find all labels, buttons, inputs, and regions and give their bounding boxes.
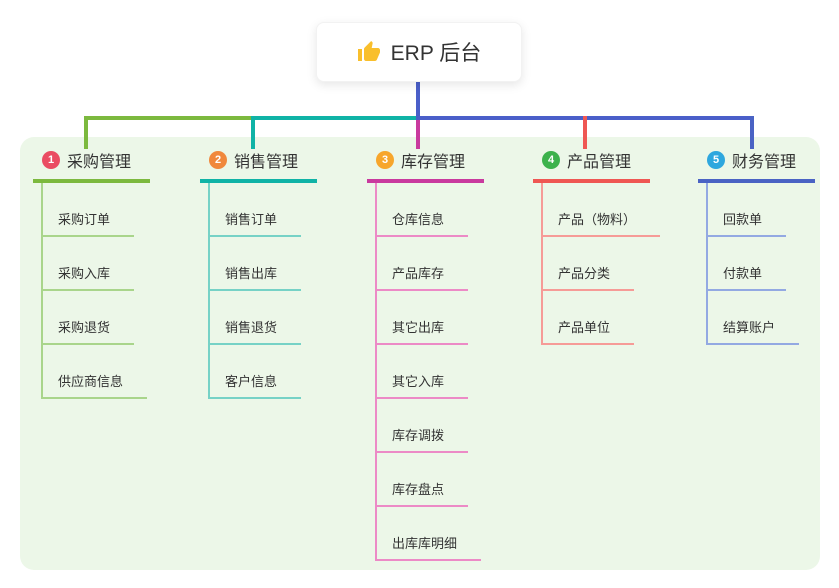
bus-line-branch-2: [253, 116, 418, 120]
node-warehouse-info[interactable]: 仓库信息: [377, 183, 469, 237]
node-sales-return[interactable]: 销售退货: [210, 291, 302, 345]
node-outbound-detail[interactable]: 出库库明细: [377, 507, 482, 561]
node-other-inbound[interactable]: 其它入库: [377, 345, 469, 399]
branch-finance-children: 回款单 付款单 结算账户: [706, 183, 815, 345]
branch-purchase: 1 采购管理 采购订单 采购入库 采购退货 供应商信息: [33, 148, 150, 399]
branch-label: 财务管理: [732, 154, 797, 171]
node-settlement-account[interactable]: 结算账户: [708, 291, 800, 345]
root-connector-line: [416, 82, 420, 118]
drop-line-branch-1: [84, 116, 88, 149]
node-product-unit[interactable]: 产品单位: [543, 291, 635, 345]
branch-label: 库存管理: [401, 154, 466, 171]
node-purchase-order[interactable]: 采购订单: [43, 183, 135, 237]
branch-number-badge: 2: [209, 151, 227, 169]
branch-number-badge: 1: [42, 151, 60, 169]
branch-inventory: 3 库存管理 仓库信息 产品库存 其它出库 其它入库 库存调拨 库存盘点 出库库…: [367, 148, 484, 561]
drop-line-branch-4: [583, 116, 587, 149]
node-sales-order[interactable]: 销售订单: [210, 183, 302, 237]
node-stock-count[interactable]: 库存盘点: [377, 453, 469, 507]
node-product-stock[interactable]: 产品库存: [377, 237, 469, 291]
root-node-label: ERP 后台: [390, 42, 482, 65]
branch-sales: 2 销售管理 销售订单 销售出库 销售退货 客户信息: [200, 148, 317, 399]
branch-product-title[interactable]: 4 产品管理: [533, 148, 650, 183]
node-product-category[interactable]: 产品分类: [543, 237, 635, 291]
branch-finance-title[interactable]: 5 财务管理: [698, 148, 815, 183]
node-purchase-inbound[interactable]: 采购入库: [43, 237, 135, 291]
branch-sales-children: 销售订单 销售出库 销售退货 客户信息: [208, 183, 317, 399]
branch-label: 销售管理: [234, 154, 299, 171]
branch-number-badge: 3: [376, 151, 394, 169]
branch-sales-title[interactable]: 2 销售管理: [200, 148, 317, 183]
node-purchase-return[interactable]: 采购退货: [43, 291, 135, 345]
node-sales-outbound[interactable]: 销售出库: [210, 237, 302, 291]
node-supplier-info[interactable]: 供应商信息: [43, 345, 148, 399]
branch-product: 4 产品管理 产品（物料） 产品分类 产品单位: [533, 148, 661, 345]
node-customer-info[interactable]: 客户信息: [210, 345, 302, 399]
drop-line-branch-5: [750, 116, 754, 149]
branches-background-panel: [20, 137, 820, 570]
bus-line-branch-1: [84, 116, 253, 120]
branch-product-children: 产品（物料） 产品分类 产品单位: [541, 183, 661, 345]
node-receipt-doc[interactable]: 回款单: [708, 183, 787, 237]
node-other-outbound[interactable]: 其它出库: [377, 291, 469, 345]
root-node-erp[interactable]: ERP 后台: [316, 22, 522, 82]
branch-purchase-children: 采购订单 采购入库 采购退货 供应商信息: [41, 183, 150, 399]
node-payment-doc[interactable]: 付款单: [708, 237, 787, 291]
drop-line-branch-3: [416, 120, 420, 149]
branch-label: 采购管理: [67, 154, 132, 171]
branch-inventory-children: 仓库信息 产品库存 其它出库 其它入库 库存调拨 库存盘点 出库库明细: [375, 183, 484, 561]
branch-number-badge: 5: [707, 151, 725, 169]
thumbs-up-icon: [357, 40, 381, 64]
branch-number-badge: 4: [542, 151, 560, 169]
node-stock-transfer[interactable]: 库存调拨: [377, 399, 469, 453]
branch-finance: 5 财务管理 回款单 付款单 结算账户: [698, 148, 815, 345]
branch-inventory-title[interactable]: 3 库存管理: [367, 148, 484, 183]
branch-purchase-title[interactable]: 1 采购管理: [33, 148, 150, 183]
branch-label: 产品管理: [567, 154, 632, 171]
node-product-material[interactable]: 产品（物料）: [543, 183, 661, 237]
drop-line-branch-2: [251, 116, 255, 149]
